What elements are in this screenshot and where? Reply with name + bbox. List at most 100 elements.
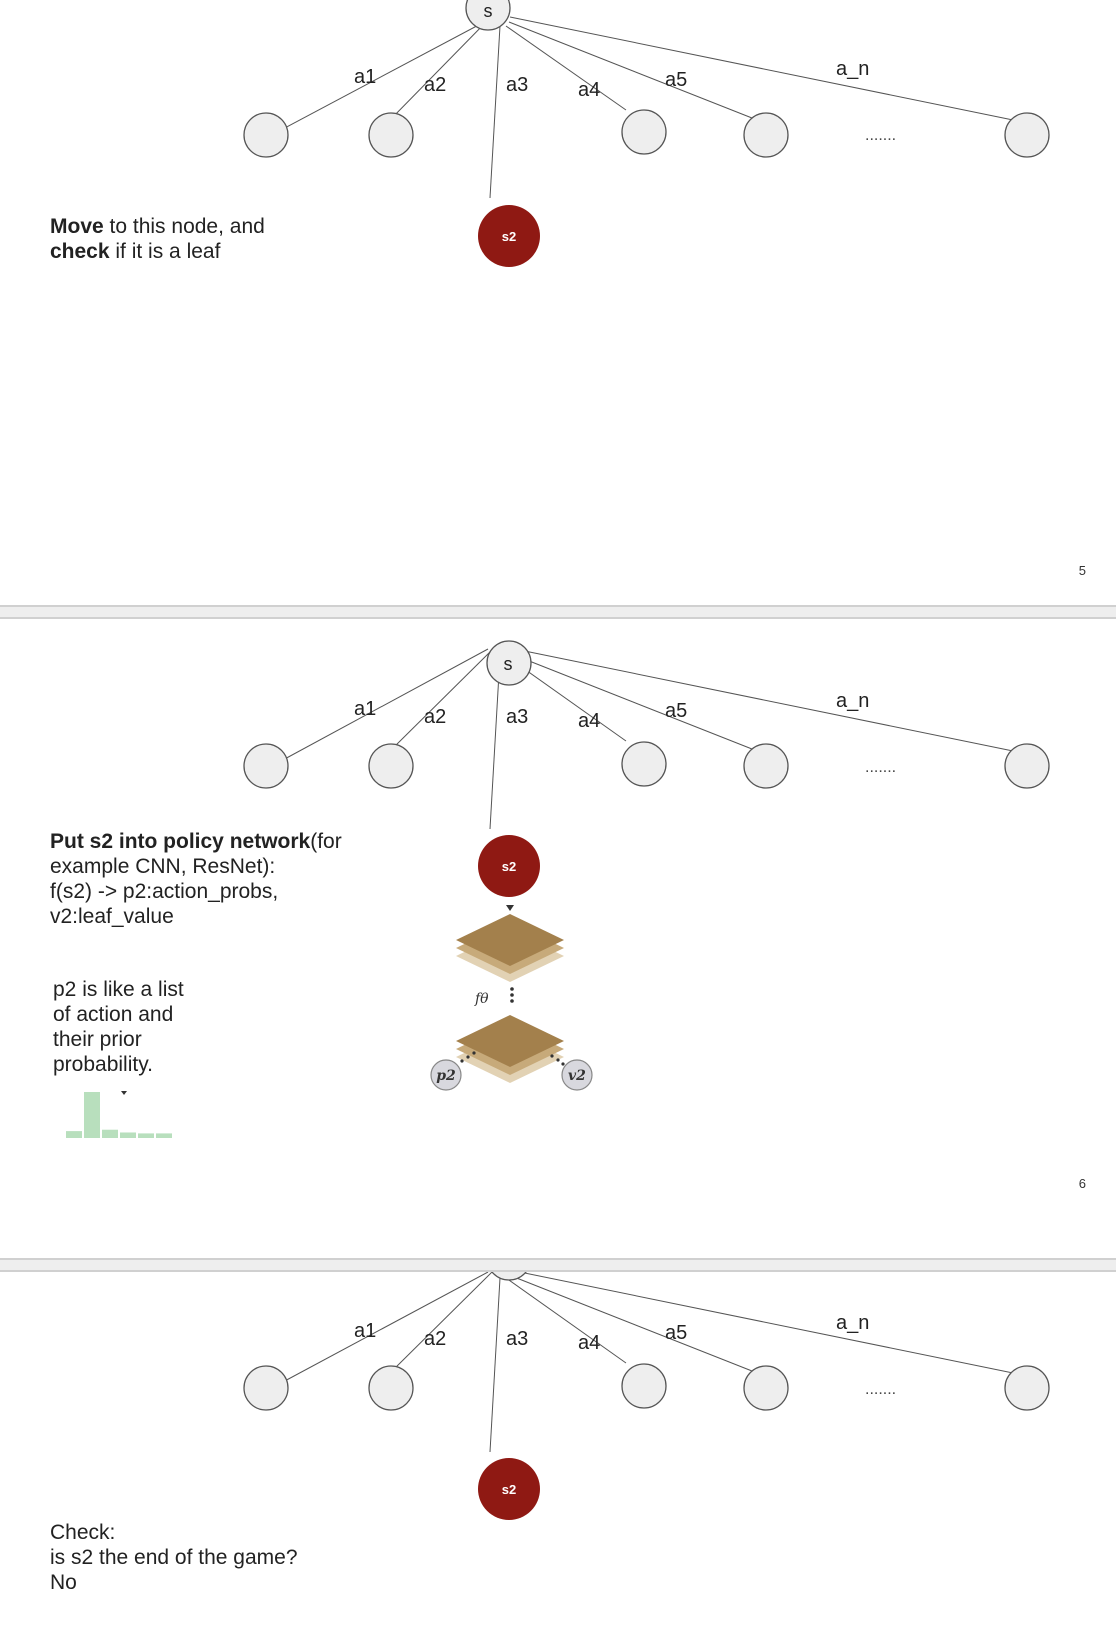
histogram-bar [138,1133,154,1138]
edge-an [517,1272,1014,1374]
edge-a1 [280,19,489,131]
selected-node-label: s2 [502,859,516,874]
policy-network-instruction: Put s2 into policy network(for example C… [50,829,342,929]
input-arrow-icon [506,905,514,911]
move-rest: to this node, and [103,215,265,238]
child-node-a5[interactable] [743,743,789,789]
ellipsis-dot [510,999,514,1003]
network-layer [456,914,564,966]
histogram-bar [66,1131,82,1138]
put-bold: Put s2 into policy network [50,830,311,853]
selected-node-s2[interactable] [478,835,540,897]
ellipsis-dot [466,1055,470,1059]
edge-label-a4: a4 [578,710,600,732]
edge-an [509,647,1014,752]
edge-a3 [489,25,501,199]
edge-label-a1: a1 [354,66,376,88]
edge-label-a3: a3 [506,1328,528,1350]
root-label: s [504,654,513,674]
root-label: s [484,1,493,21]
slide-7: s s2 a1 a2 a3 a4 a5 a_n ....... Check: i… [0,1272,1116,1642]
child-node-a1[interactable] [243,1365,289,1411]
ellipsis-dot [472,1051,476,1055]
policy-output-node [430,1059,462,1091]
prior-note: p2 is like a list of action and their pr… [53,978,184,1076]
ellipsis-dot [460,1059,464,1063]
edge-label-a5: a5 [665,69,687,91]
child-node-an[interactable] [1004,1365,1050,1411]
selected-node-label: s2 [502,229,516,244]
edge-a5 [508,652,753,750]
put-rest: (for example CNN, ResNet): f(s2) -> p2:a… [50,830,342,928]
terminal-check-text: Check: is s2 the end of the game? No [50,1521,298,1594]
child-node-a5[interactable] [743,1365,789,1411]
ellipsis: ....... [865,127,896,144]
edge-an [509,16,1014,121]
network-layer [456,1015,564,1067]
slide-separator [0,1258,1116,1272]
ellipsis-dot [510,987,514,991]
edge-a5 [508,21,753,119]
edge-label-a3: a3 [506,74,528,96]
edge-label-a3: a3 [506,706,528,728]
slide-6: s s2 a1 a2 a3 a4 a5 a_n ....... fθ [0,619,1116,1216]
slide-5: s s2 a1 a2 a3 a4 a5 a_n ....... Move to … [0,0,1116,600]
policy-output-label: p2 [436,1068,456,1084]
ellipsis-dot [561,1062,565,1066]
edge-label-an: a_n [836,58,869,80]
edge-a2 [388,1272,493,1375]
histogram-bar [120,1132,136,1138]
edge-label-a1: a1 [354,1320,376,1342]
edge-a1 [280,1272,489,1384]
child-node-a1[interactable] [243,743,289,789]
child-node-a2[interactable] [368,743,414,789]
edge-label-a4: a4 [578,1332,600,1354]
histogram-bar [102,1129,118,1138]
histogram-bar [156,1133,172,1138]
edge-label-a2: a2 [424,1328,446,1350]
child-node-a4[interactable] [621,741,667,787]
ellipsis-dot [556,1058,560,1062]
child-node-a2[interactable] [368,1365,414,1411]
edge-label-a1: a1 [354,698,376,720]
edge-a2 [388,649,493,753]
child-node-an[interactable] [1004,112,1050,158]
root-node[interactable] [465,0,511,31]
child-node-a2[interactable] [368,112,414,158]
edge-label-an: a_n [836,1312,869,1334]
edge-a1 [280,648,489,762]
edge-label-a5: a5 [665,1322,687,1344]
child-node-a1[interactable] [243,112,289,158]
edge-a3 [489,1277,501,1453]
child-node-an[interactable] [1004,743,1050,789]
ellipsis-dot [550,1054,554,1058]
selected-node-s2[interactable] [478,205,540,267]
page-number: 6 [1078,1176,1086,1191]
function-label: fθ [474,991,489,1007]
child-node-a4[interactable] [621,109,667,155]
check-bold: check [50,240,110,263]
ellipsis: ....... [865,759,896,776]
edge-a4 [505,25,627,111]
edge-label-an: a_n [836,690,869,712]
pointer-arrow-icon [121,1091,127,1095]
edge-a2 [388,19,489,122]
histogram-bar [84,1092,100,1138]
edge-a5 [508,1274,753,1372]
value-output-label: v2 [568,1068,586,1084]
edge-label-a2: a2 [424,74,446,96]
prior-probability-histogram [66,1092,172,1138]
root-node[interactable] [487,1272,531,1281]
edge-label-a5: a5 [665,700,687,722]
child-node-a4[interactable] [621,1363,667,1409]
move-bold: Move [50,215,104,238]
edge-label-a4: a4 [578,79,600,101]
value-output-node [561,1059,593,1091]
slide-separator [0,605,1116,619]
ellipsis: ....... [865,1381,896,1398]
check-rest: if it is a leaf [109,240,221,263]
root-node[interactable] [486,640,532,686]
child-node-a5[interactable] [743,112,789,158]
selected-node-s2[interactable] [478,1458,540,1520]
